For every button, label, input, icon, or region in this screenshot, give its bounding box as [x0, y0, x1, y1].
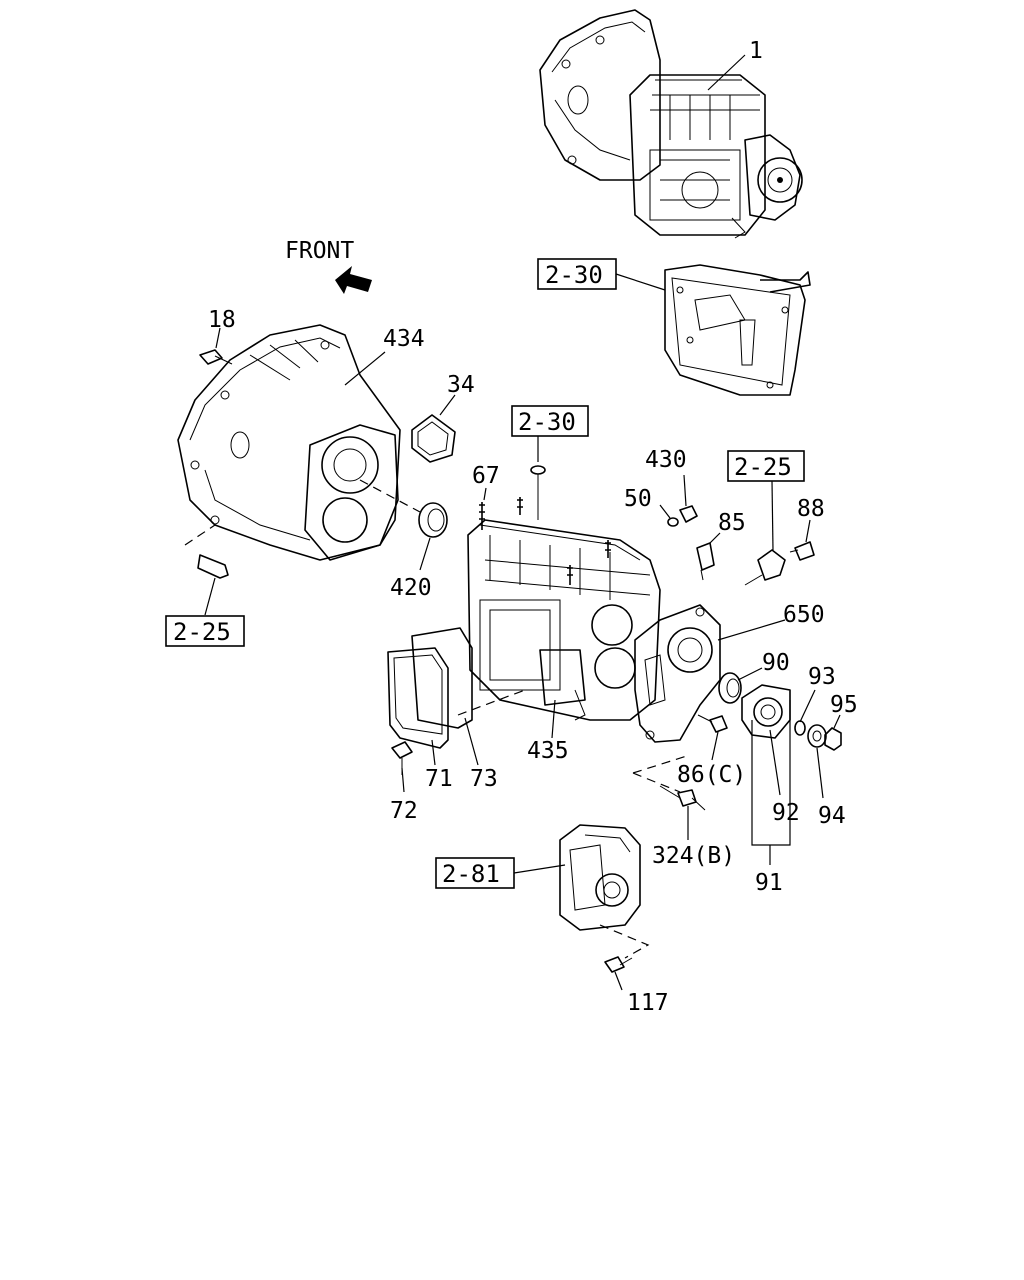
part-number-95: 95 — [830, 692, 858, 718]
part-number-85: 85 — [718, 510, 746, 536]
ref-2-30-top: 2-30 — [545, 261, 603, 289]
seal-34: 34 — [411, 372, 475, 463]
part-number-90: 90 — [762, 650, 790, 676]
part-number-650: 650 — [783, 602, 825, 628]
transmission-case-drawing: 67 435 — [467, 463, 661, 764]
bolt-18: 18 — [199, 307, 236, 365]
ref-2-81: 2-81 — [442, 860, 500, 888]
front-arrow-icon — [335, 266, 372, 294]
part-number-435: 435 — [527, 738, 569, 764]
part-number-1: 1 — [749, 38, 763, 64]
ref-2-30-mid: 2-30 — [518, 408, 576, 436]
bolt-86c: 86(C) — [677, 714, 746, 788]
part-number-50: 50 — [624, 486, 652, 512]
oil-seal-90: 90 — [718, 650, 790, 704]
pto-housing-callout: 2-81 117 — [435, 824, 669, 1016]
transmission-assembly-drawing: 1 — [539, 9, 803, 239]
side-cover-set: 71 73 72 — [387, 627, 526, 824]
ref-2-25-left: 2-25 — [173, 618, 231, 646]
front-direction-indicator: FRONT — [285, 238, 372, 294]
ref-2-25-right: 2-25 — [734, 453, 792, 481]
rear-cover-650: 650 — [634, 602, 825, 743]
oil-seal-420: 420 — [359, 479, 448, 601]
part-number-430: 430 — [645, 447, 687, 473]
bolt-430-washer-50: 430 50 — [624, 447, 698, 527]
part-number-434: 434 — [383, 326, 425, 352]
part-number-18: 18 — [208, 307, 236, 333]
case-plug-callout: 2-30 — [511, 405, 589, 520]
part-number-86c: 86(C) — [677, 762, 746, 788]
top-cover-callout: 2-30 — [537, 258, 811, 396]
bolt-324b: 324(B) — [632, 754, 735, 869]
speed-sensor-callout: 2-25 88 — [727, 450, 825, 586]
part-number-92: 92 — [772, 800, 800, 826]
clutch-housing-drawing: 434 — [177, 324, 425, 561]
part-number-324b: 324(B) — [652, 843, 735, 869]
switch-85: 85 — [696, 510, 746, 581]
part-number-94: 94 — [818, 803, 846, 829]
front-label: FRONT — [285, 238, 354, 264]
part-number-91: 91 — [755, 870, 783, 896]
part-number-93: 93 — [808, 664, 836, 690]
part-number-67: 67 — [472, 463, 500, 489]
part-number-88: 88 — [797, 496, 825, 522]
housing-bolt-callout: 2-25 — [165, 524, 245, 647]
part-number-73: 73 — [470, 766, 498, 792]
part-number-34: 34 — [447, 372, 475, 398]
part-number-117: 117 — [627, 990, 669, 1016]
part-number-420: 420 — [390, 575, 432, 601]
part-number-72: 72 — [390, 798, 418, 824]
part-number-71: 71 — [425, 766, 453, 792]
flange-assembly: 93 95 94 92 91 — [741, 664, 858, 896]
